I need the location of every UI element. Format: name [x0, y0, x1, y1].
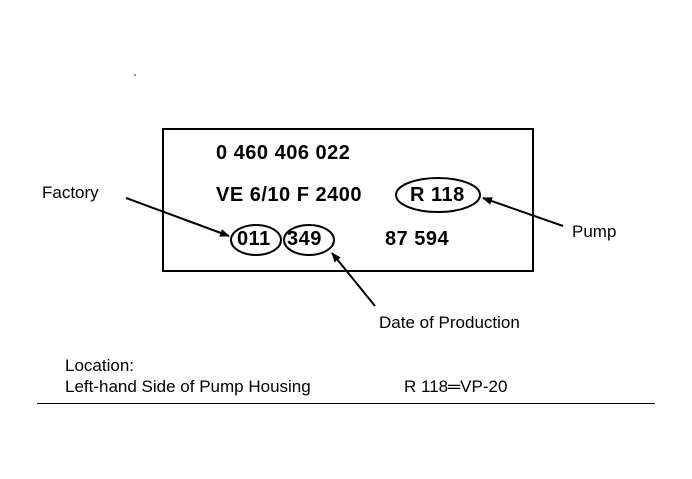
factory-arrow [125, 197, 230, 237]
pump-code-circle [395, 177, 481, 213]
date-arrow [331, 252, 376, 307]
factory-code-circle [230, 224, 282, 256]
date-code: 349 [287, 228, 322, 250]
identification-plate [162, 128, 534, 272]
pump-code: R 118 [410, 184, 465, 206]
pump-label: Pump [572, 222, 617, 241]
factory-label: Factory [42, 183, 99, 202]
location-heading: Location: [65, 356, 134, 375]
bottom-rule [37, 403, 655, 404]
part-number: 0 460 406 022 [216, 142, 351, 164]
date-code-circle [283, 224, 335, 256]
type-code: VE 6/10 F 2400 [216, 184, 362, 206]
factory-code: 011 [237, 228, 271, 250]
serial-number: 87 594 [385, 228, 450, 250]
scan-speck [134, 74, 136, 76]
pump-arrow [482, 197, 564, 227]
date-of-production-label: Date of Production [379, 313, 520, 332]
location-text: Left-hand Side of Pump Housing [65, 377, 311, 396]
location-equation: R 118═VP-20 [404, 377, 508, 396]
